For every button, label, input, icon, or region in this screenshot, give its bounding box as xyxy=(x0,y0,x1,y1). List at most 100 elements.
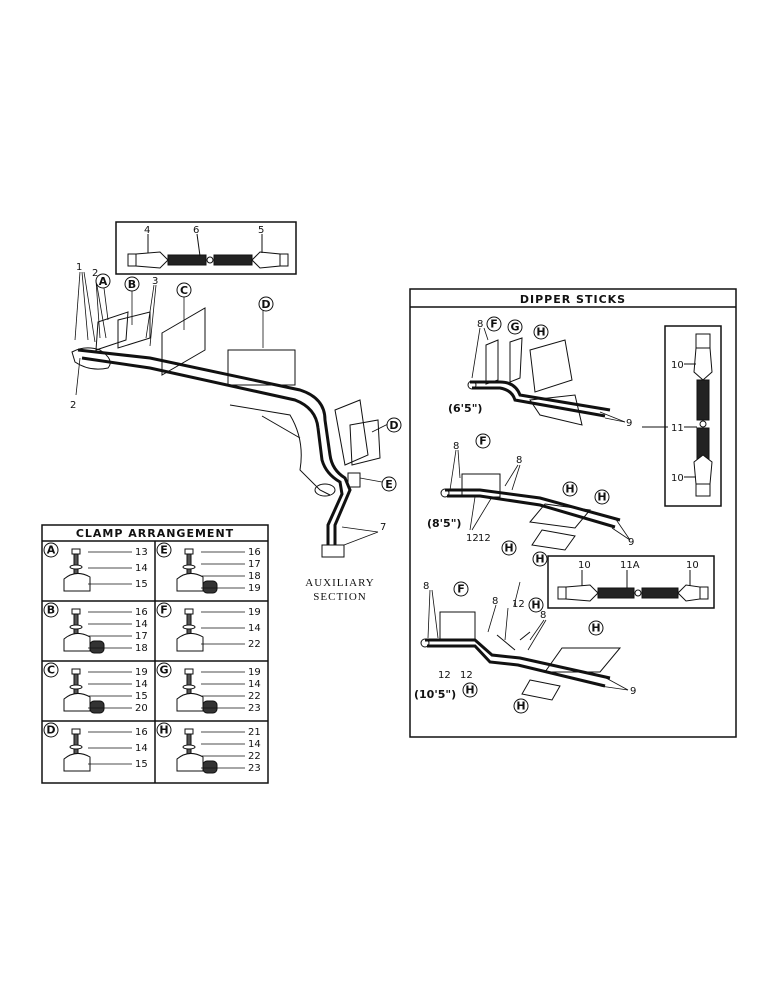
part-number-label: 22 xyxy=(248,751,261,762)
part-number-label: 12 xyxy=(438,670,451,681)
callout-h: H xyxy=(513,698,529,714)
callout-d: D xyxy=(386,417,402,433)
stick-size-label: (8'5") xyxy=(427,517,461,530)
callout-h: H xyxy=(462,682,478,698)
part-number-label: 10 xyxy=(578,560,591,571)
part-number-label: 9 xyxy=(626,418,632,429)
part-number-label: 16 xyxy=(135,727,148,738)
part-number-label: 8 xyxy=(423,581,429,592)
callout-d: D xyxy=(258,296,274,312)
part-number-label: 1 xyxy=(76,262,82,273)
part-number-label: 2 xyxy=(70,400,76,411)
boom-hose-lines xyxy=(77,348,352,545)
callout-a: A xyxy=(95,273,111,289)
clamp-drawing xyxy=(176,728,218,774)
part-number-label: 14 xyxy=(135,743,148,754)
part-number-label: 17 xyxy=(248,559,261,570)
hose-detail xyxy=(693,333,713,497)
main-hose-assembly: 4 6 5 xyxy=(70,221,402,603)
svg-text:H: H xyxy=(516,700,525,713)
clamp-letter: B xyxy=(47,604,55,617)
part-number-label: 18 xyxy=(248,571,261,582)
hose-detail xyxy=(557,584,709,602)
clamp-letter-badge: D xyxy=(43,722,59,738)
stick-size-label: (10'5") xyxy=(414,688,456,701)
clamp-arrangement-title: CLAMP ARRANGEMENT xyxy=(76,527,234,540)
hose-detail-box xyxy=(547,555,715,609)
part-number-label: 15 xyxy=(135,691,148,702)
part-number-label: 9 xyxy=(628,537,634,548)
clamp-drawing xyxy=(63,548,91,592)
clamp-letter: G xyxy=(159,664,168,677)
clamp-letter: A xyxy=(47,544,56,557)
part-number-label: 5 xyxy=(258,225,264,236)
clamp-letter: C xyxy=(47,664,55,677)
hose-detail-box xyxy=(664,325,722,507)
clamp-letter: H xyxy=(159,724,168,737)
clamp-drawing xyxy=(63,608,105,654)
part-number-label: 2 xyxy=(92,268,98,279)
part-number-label: 7 xyxy=(380,522,386,533)
clamp-letter: E xyxy=(160,544,168,557)
part-number-label: 12 xyxy=(466,533,479,544)
part-number-label: 6 xyxy=(193,225,199,236)
svg-text:A: A xyxy=(99,275,108,288)
part-number-label: 19 xyxy=(248,583,261,594)
clamp-drawing xyxy=(176,548,218,594)
clamp-drawing xyxy=(176,608,204,652)
part-number-label: 19 xyxy=(248,667,261,678)
svg-text:D: D xyxy=(261,298,270,311)
part-number-label: 15 xyxy=(135,759,148,770)
callout-h: H xyxy=(533,324,549,340)
auxiliary-caption: AUXILIARY xyxy=(305,577,375,589)
clamp-letter-badge: F xyxy=(156,602,172,618)
callout-f: F xyxy=(453,581,469,597)
dipper-stick-8ft xyxy=(440,473,621,551)
hose-detail xyxy=(127,251,289,269)
svg-text:G: G xyxy=(510,321,519,334)
svg-text:F: F xyxy=(490,318,498,331)
part-number-label: 18 xyxy=(135,643,148,654)
callout-e: E xyxy=(381,476,397,492)
part-number-label: 8 xyxy=(477,319,483,330)
clamp-cell-d: D 16 14 15 xyxy=(43,722,148,772)
clamp-letter-badge: A xyxy=(43,542,59,558)
clamp-drawing xyxy=(176,668,218,714)
boom-outline xyxy=(71,347,336,497)
part-number-label: 14 xyxy=(248,739,261,750)
callout-g: G xyxy=(507,319,523,335)
part-number-label: 3 xyxy=(152,276,158,287)
part-number-label: 16 xyxy=(135,607,148,618)
part-number-label: 14 xyxy=(135,679,148,690)
svg-text:E: E xyxy=(385,478,393,491)
clamp-drawing xyxy=(63,728,91,772)
callout-h: H xyxy=(594,489,610,505)
clamp-letter-badge: C xyxy=(43,662,59,678)
part-number-label: 11A xyxy=(620,560,640,571)
callout-h: H xyxy=(532,551,548,567)
clamp-letter: D xyxy=(46,724,55,737)
callout-h: H xyxy=(501,540,517,556)
part-number-label: 23 xyxy=(248,763,261,774)
part-number-label: 15 xyxy=(135,579,148,590)
dipper-stick-6ft xyxy=(467,337,611,426)
callout-c: C xyxy=(176,282,192,298)
part-number-label: 12 xyxy=(478,533,491,544)
svg-text:H: H xyxy=(591,622,600,635)
part-number-label: 8 xyxy=(453,441,459,452)
part-number-label: 16 xyxy=(248,547,261,558)
callout-h: H xyxy=(588,620,604,636)
part-number-label: 10 xyxy=(671,360,684,371)
part-number-label: 8 xyxy=(540,610,546,621)
part-number-label: 22 xyxy=(248,691,261,702)
part-number-label: 14 xyxy=(248,623,261,634)
part-number-label: 12 xyxy=(512,599,525,610)
part-number-label: 4 xyxy=(144,225,150,236)
callout-f: F xyxy=(486,316,502,332)
